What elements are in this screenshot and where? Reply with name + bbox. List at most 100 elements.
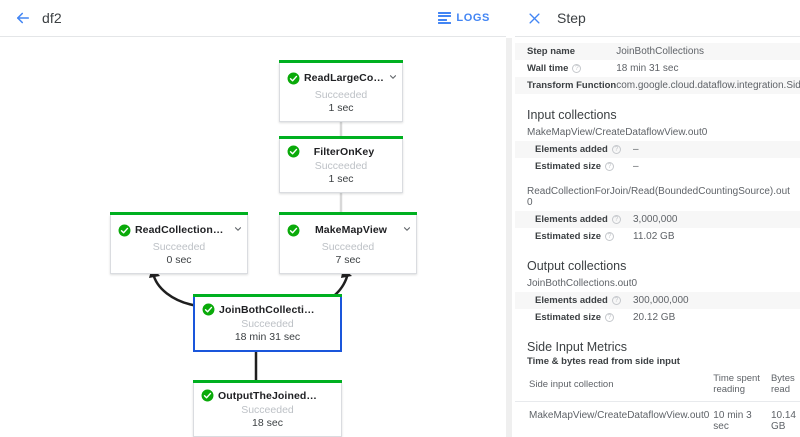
row-value: 300,000,000	[633, 295, 689, 306]
output-collections-heading: Output collections	[527, 259, 627, 273]
row-value: JoinBothCollections	[616, 46, 705, 57]
graph-node-make-map-view[interactable]: MakeMapView Succeeded 7 sec	[279, 212, 417, 274]
node-title: OutputTheJoinedCollec…	[218, 389, 327, 402]
close-icon[interactable]	[519, 11, 549, 26]
table-row: Elements added? 300,000,000	[515, 292, 800, 309]
column-header-side-input-collection: Side input collection	[515, 370, 714, 402]
node-header: OutputTheJoinedCollec…	[194, 383, 341, 402]
cell-time-spent-reading: 10 min 3 sec	[713, 401, 771, 437]
help-icon[interactable]: ?	[605, 232, 614, 241]
job-graph-pane: df2 LOGS	[0, 0, 506, 437]
row-key: Elements added?	[515, 292, 633, 309]
side-input-metrics-table: Side input collection Time spent reading…	[515, 370, 800, 437]
help-icon[interactable]: ?	[611, 296, 621, 305]
cell-bytes-read: 10.14 GB	[770, 401, 800, 437]
row-key: Estimated size?	[515, 228, 633, 245]
row-value: 11.02 GB	[633, 231, 675, 242]
node-header: MakeMapView	[280, 215, 416, 239]
node-header: JoinBothCollections	[195, 297, 340, 316]
check-circle-icon	[202, 303, 215, 316]
graph-node-filter-on-key[interactable]: FilterOnKey Succeeded 1 sec	[279, 136, 403, 193]
job-graph-canvas[interactable]: ReadLargeCollectionFr… Succeeded 1 sec F…	[0, 38, 506, 437]
chevron-down-icon[interactable]	[233, 221, 243, 239]
step-panel-body: Step name JoinBothCollections Wall time?…	[515, 43, 800, 437]
check-circle-icon	[118, 224, 131, 237]
input-collections-heading: Input collections	[527, 108, 617, 122]
node-status-stripe	[279, 212, 417, 215]
node-time: 18 min 31 sec	[234, 331, 301, 343]
step-details-panel: Step Step name JoinBothCollections Wall …	[515, 0, 800, 437]
table-row: Estimated size? 11.02 GB	[515, 228, 800, 245]
table-row: Estimated size? 20.12 GB	[515, 309, 800, 326]
logs-button[interactable]: LOGS	[438, 12, 490, 24]
node-status-stripe	[193, 380, 342, 383]
node-time: 18 sec	[252, 417, 283, 429]
graph-vertical-scrollbar[interactable]	[506, 38, 512, 437]
row-value: com.google.cloud.dataflow.integration.Si…	[616, 80, 800, 91]
row-key: Elements added?	[515, 141, 633, 158]
collection-name: ReadCollectionForJoin/Read(BoundedCounti…	[527, 186, 790, 208]
check-circle-icon	[287, 145, 300, 158]
graph-edges	[149, 100, 352, 382]
help-icon[interactable]: ?	[611, 215, 621, 224]
node-title: ReadLargeCollectionFr…	[304, 72, 388, 84]
output-collection-0-table: Elements added? 300,000,000 Estimated si…	[515, 292, 800, 326]
chevron-down-icon[interactable]	[388, 69, 398, 87]
step-panel-header: Step	[515, 0, 800, 37]
step-summary-table: Step name JoinBothCollections Wall time?…	[515, 43, 800, 94]
node-status-stripe	[193, 294, 342, 297]
collection-name: MakeMapView/CreateDataflowView.out0	[527, 127, 708, 138]
row-key: Step name	[527, 46, 576, 57]
cell-side-input-collection: MakeMapView/CreateDataflowView.out0	[515, 401, 714, 437]
node-status: Succeeded	[241, 404, 294, 416]
check-circle-icon	[201, 389, 214, 402]
graph-node-read-collection-for-join[interactable]: ReadCollectionForJoin Succeeded 0 sec	[110, 212, 248, 274]
logs-button-label: LOGS	[456, 12, 490, 24]
table-row: Elements added? 3,000,000	[515, 211, 800, 228]
node-status: Succeeded	[314, 160, 368, 172]
table-row: Estimated size? –	[515, 158, 800, 175]
chevron-down-icon[interactable]	[402, 221, 412, 239]
row-key: Estimated size?	[515, 158, 633, 175]
table-row: Wall time? 18 min 31 sec	[515, 60, 800, 77]
table-header-row: Side input collection Time spent reading…	[515, 370, 800, 402]
check-circle-icon	[287, 72, 300, 85]
column-header-time-spent-reading: Time spent reading	[713, 370, 771, 402]
node-title: JoinBothCollections	[219, 303, 323, 316]
node-title: FilterOnKey	[313, 145, 375, 158]
node-header: ReadLargeCollectionFr…	[280, 63, 402, 87]
input-collection-0-table: Elements added? – Estimated size? –	[515, 141, 800, 175]
node-status: Succeeded	[314, 89, 368, 101]
side-input-metrics-subheading: Time & bytes read from side input	[527, 356, 680, 367]
node-status-stripe	[110, 212, 248, 215]
top-app-bar: df2 LOGS	[0, 0, 506, 37]
row-value: 18 min 31 sec	[616, 63, 679, 74]
help-icon[interactable]: ?	[605, 313, 614, 322]
node-time: 7 sec	[335, 254, 361, 266]
arrow-back-icon[interactable]	[6, 9, 40, 27]
graph-node-read-large-collection[interactable]: ReadLargeCollectionFr… Succeeded 1 sec	[279, 60, 403, 122]
node-title: MakeMapView	[314, 224, 388, 236]
row-key: Estimated size?	[515, 309, 633, 326]
input-collection-1-table: Elements added? 3,000,000 Estimated size…	[515, 211, 800, 245]
table-row: Transform Function com.google.cloud.data…	[515, 77, 800, 94]
node-status: Succeeded	[241, 318, 294, 330]
row-key: Transform Function	[527, 80, 617, 91]
table-row: Elements added? –	[515, 141, 800, 158]
row-value: 3,000,000	[633, 214, 678, 225]
graph-node-output-the-joined-collection[interactable]: OutputTheJoinedCollec… Succeeded 18 sec	[193, 380, 342, 437]
graph-node-join-both-collections[interactable]: JoinBothCollections Succeeded 18 min 31 …	[193, 294, 342, 352]
help-icon[interactable]: ?	[605, 162, 614, 171]
check-circle-icon	[287, 224, 300, 237]
node-header: ReadCollectionForJoin	[111, 215, 247, 239]
help-icon[interactable]: ?	[611, 145, 621, 154]
help-icon[interactable]: ?	[572, 64, 582, 73]
node-status-stripe	[279, 136, 403, 139]
page-title: df2	[42, 10, 62, 26]
side-input-metrics-heading: Side Input Metrics	[527, 340, 628, 354]
node-time: 0 sec	[166, 254, 192, 266]
row-key: Wall time?	[515, 60, 616, 77]
node-status-stripe	[279, 60, 403, 63]
node-status: Succeeded	[152, 241, 206, 253]
